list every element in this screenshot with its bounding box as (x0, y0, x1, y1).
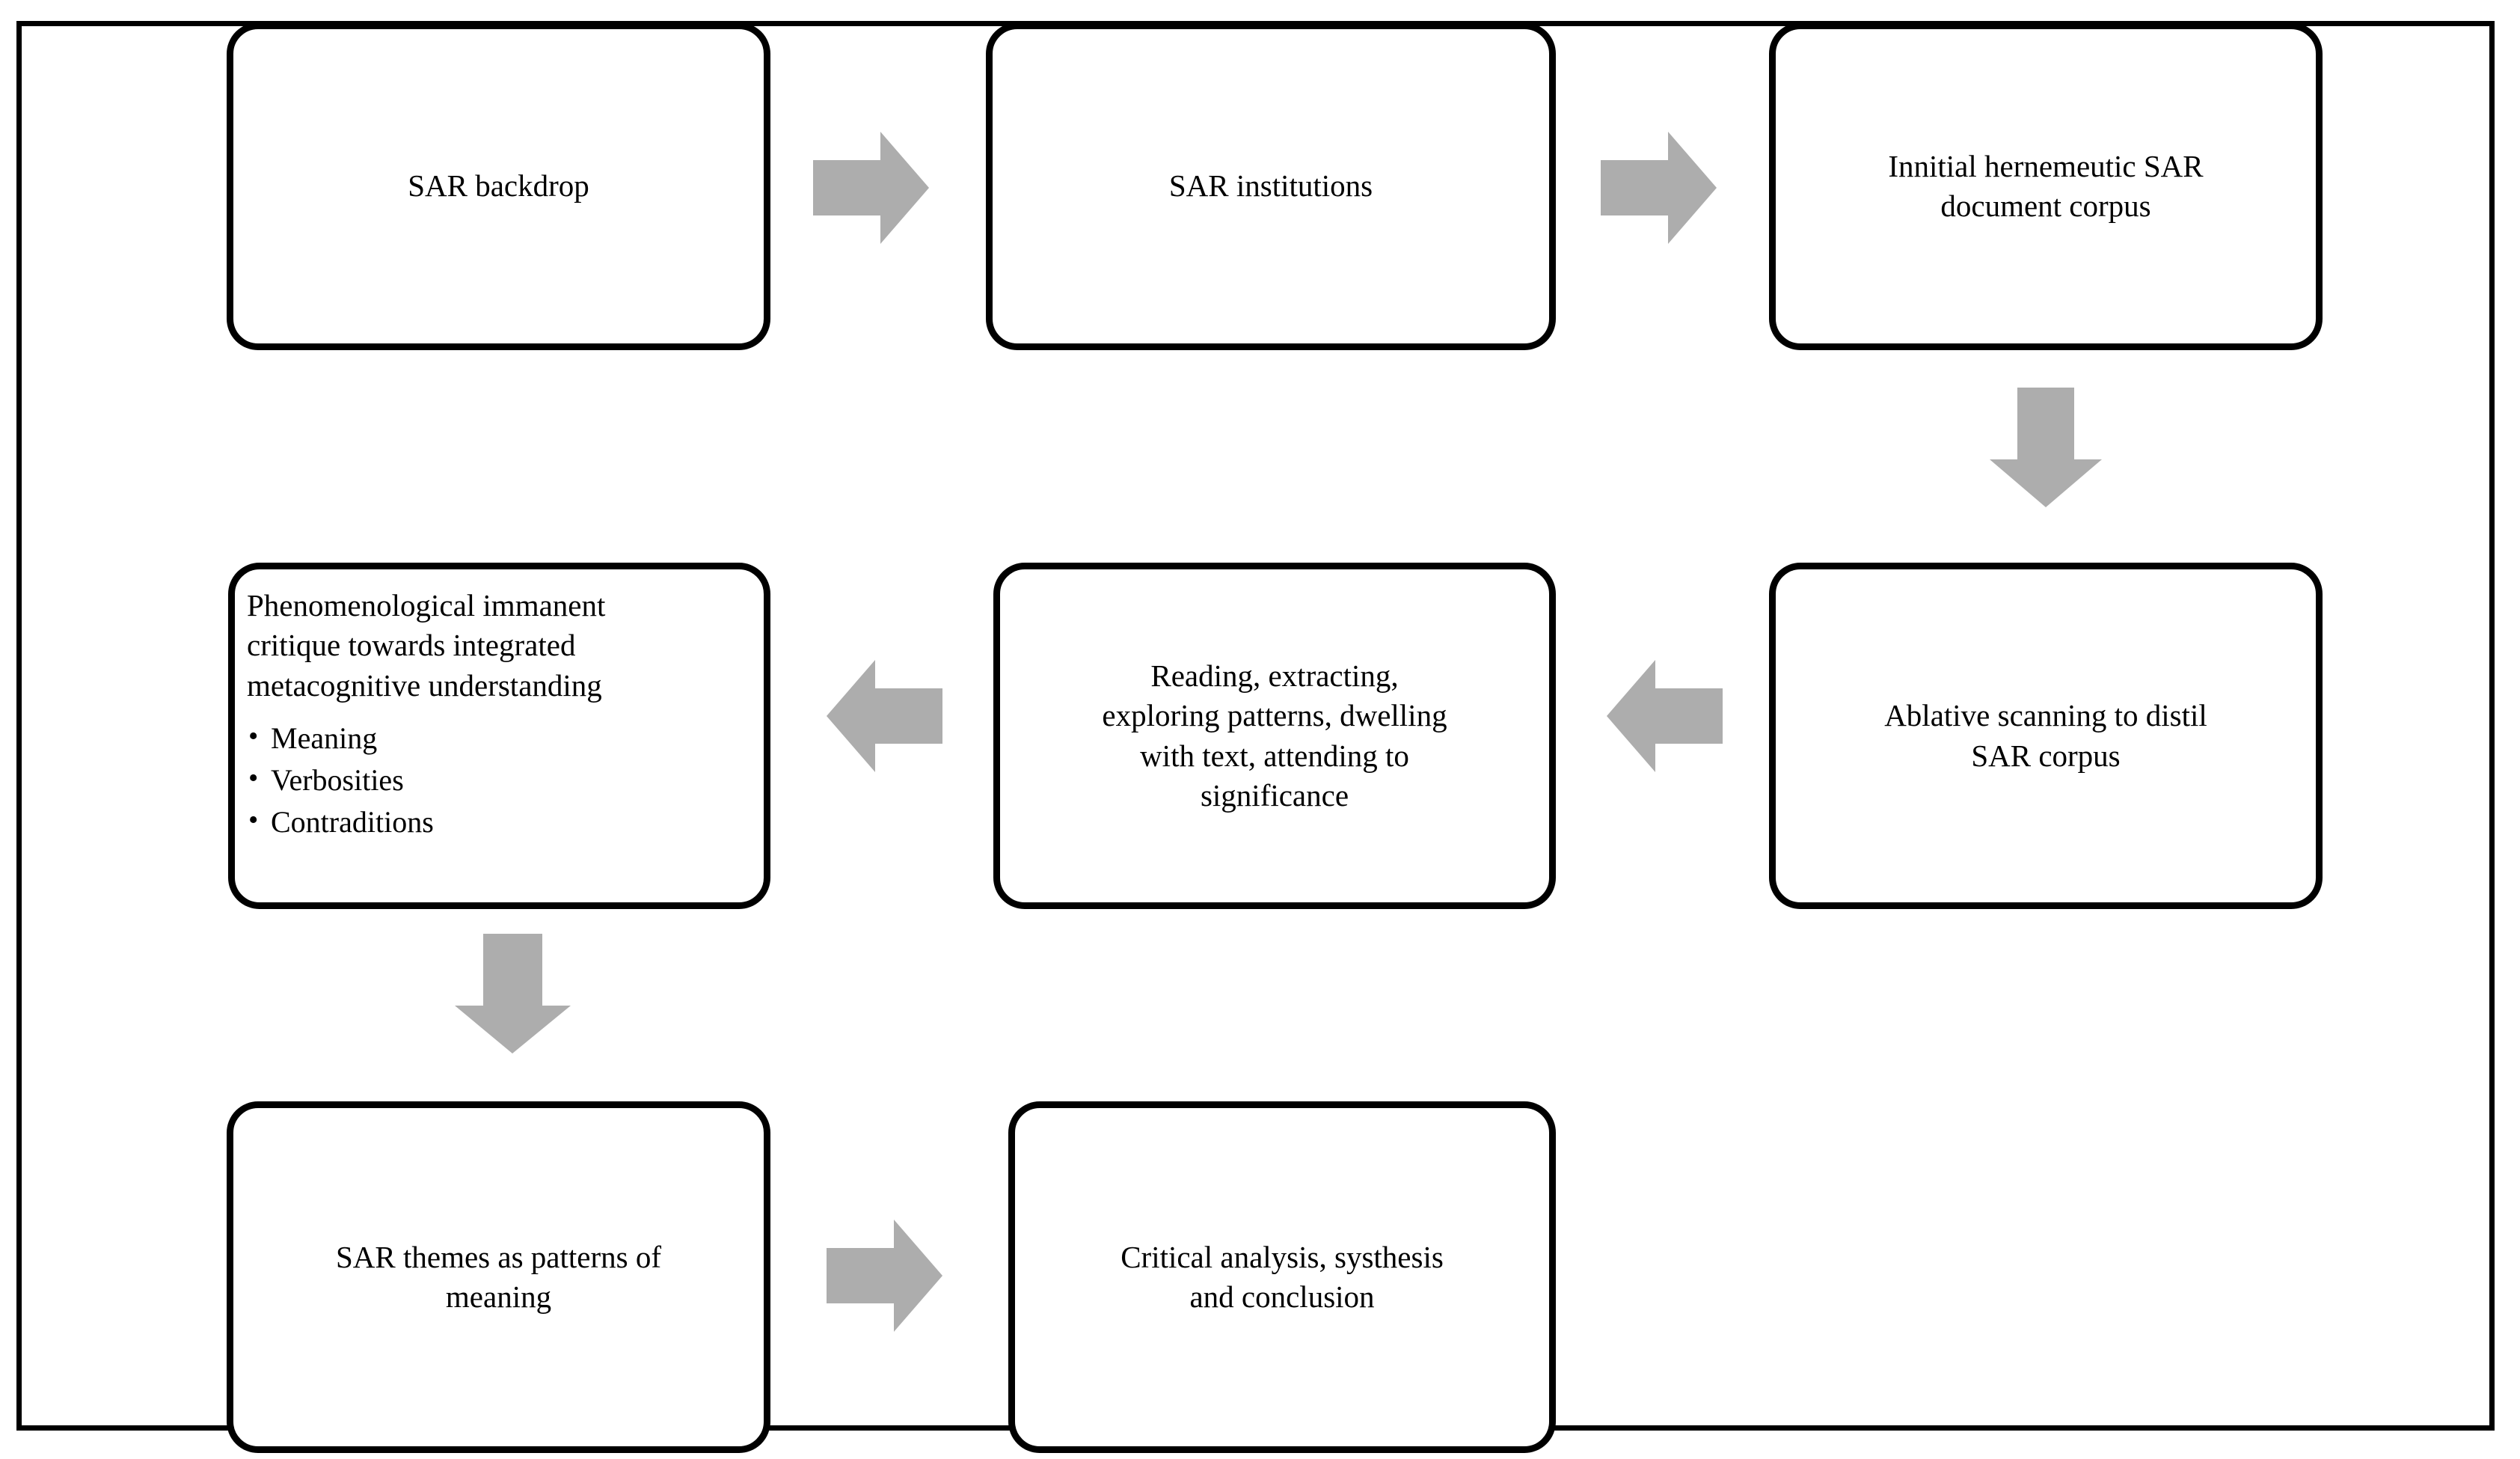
arrow-right-icon-backdrop-to-institutions (813, 132, 929, 244)
arrow-left-icon-reading-to-critique (827, 660, 942, 772)
node-initial-corpus-line1: Innitial hernemeutic SAR (1888, 148, 2204, 183)
node-phenomenological-critique-line1: Phenomenological immanent (247, 588, 606, 623)
node-sar-themes: SAR themes as patterns of meaning (227, 1101, 770, 1453)
node-sar-themes-line2: meaning (445, 1279, 552, 1314)
node-sar-institutions-label: SAR institutions (1168, 168, 1373, 204)
bullet-item: Meaning (248, 717, 764, 759)
node-reading-extracting-line2: exploring patterns, dwelling (1102, 698, 1447, 733)
node-ablative-scanning: Ablative scanning to distil SAR corpus (1769, 563, 2323, 909)
node-initial-corpus: Innitial hernemeutic SAR document corpus (1769, 22, 2323, 350)
arrow-right-icon-themes-to-conclusion (827, 1220, 942, 1332)
node-sar-backdrop: SAR backdrop (227, 22, 770, 350)
node-reading-extracting-line3: with text, attending to (1140, 738, 1409, 773)
node-sar-backdrop-label: SAR backdrop (408, 168, 589, 204)
node-phenomenological-critique-line3: metacognitive understanding (247, 667, 602, 703)
node-reading-extracting-line1: Reading, extracting, (1150, 658, 1399, 693)
arrow-down-icon-critique-to-themes (455, 934, 571, 1053)
bullet-item: Contraditions (248, 801, 764, 843)
node-critical-analysis: Critical analysis, systhesis and conclus… (1008, 1101, 1556, 1453)
node-phenomenological-critique-bullets: Meaning Verbosities Contraditions (235, 717, 764, 843)
node-reading-extracting: Reading, extracting, exploring patterns,… (993, 563, 1556, 909)
node-critical-analysis-line2: and conclusion (1189, 1279, 1375, 1314)
node-sar-institutions: SAR institutions (986, 22, 1556, 350)
node-phenomenological-critique: Phenomenological immanent critique towar… (228, 563, 770, 909)
arrow-down-icon-corpus-to-ablative (1990, 388, 2102, 507)
node-reading-extracting-line4: significance (1200, 777, 1349, 813)
node-critical-analysis-line1: Critical analysis, systhesis (1120, 1239, 1444, 1274)
node-initial-corpus-line2: document corpus (1940, 189, 2151, 223)
bullet-item: Verbosities (248, 759, 764, 801)
arrow-right-icon-institutions-to-corpus (1601, 132, 1717, 244)
node-phenomenological-critique-line2: critique towards integrated (247, 628, 576, 663)
node-sar-themes-line1: SAR themes as patterns of (336, 1239, 661, 1274)
node-ablative-scanning-line1: Ablative scanning to distil (1884, 698, 2207, 733)
node-ablative-scanning-line2: SAR corpus (1971, 738, 2121, 773)
arrow-left-icon-ablative-to-reading (1607, 660, 1723, 772)
